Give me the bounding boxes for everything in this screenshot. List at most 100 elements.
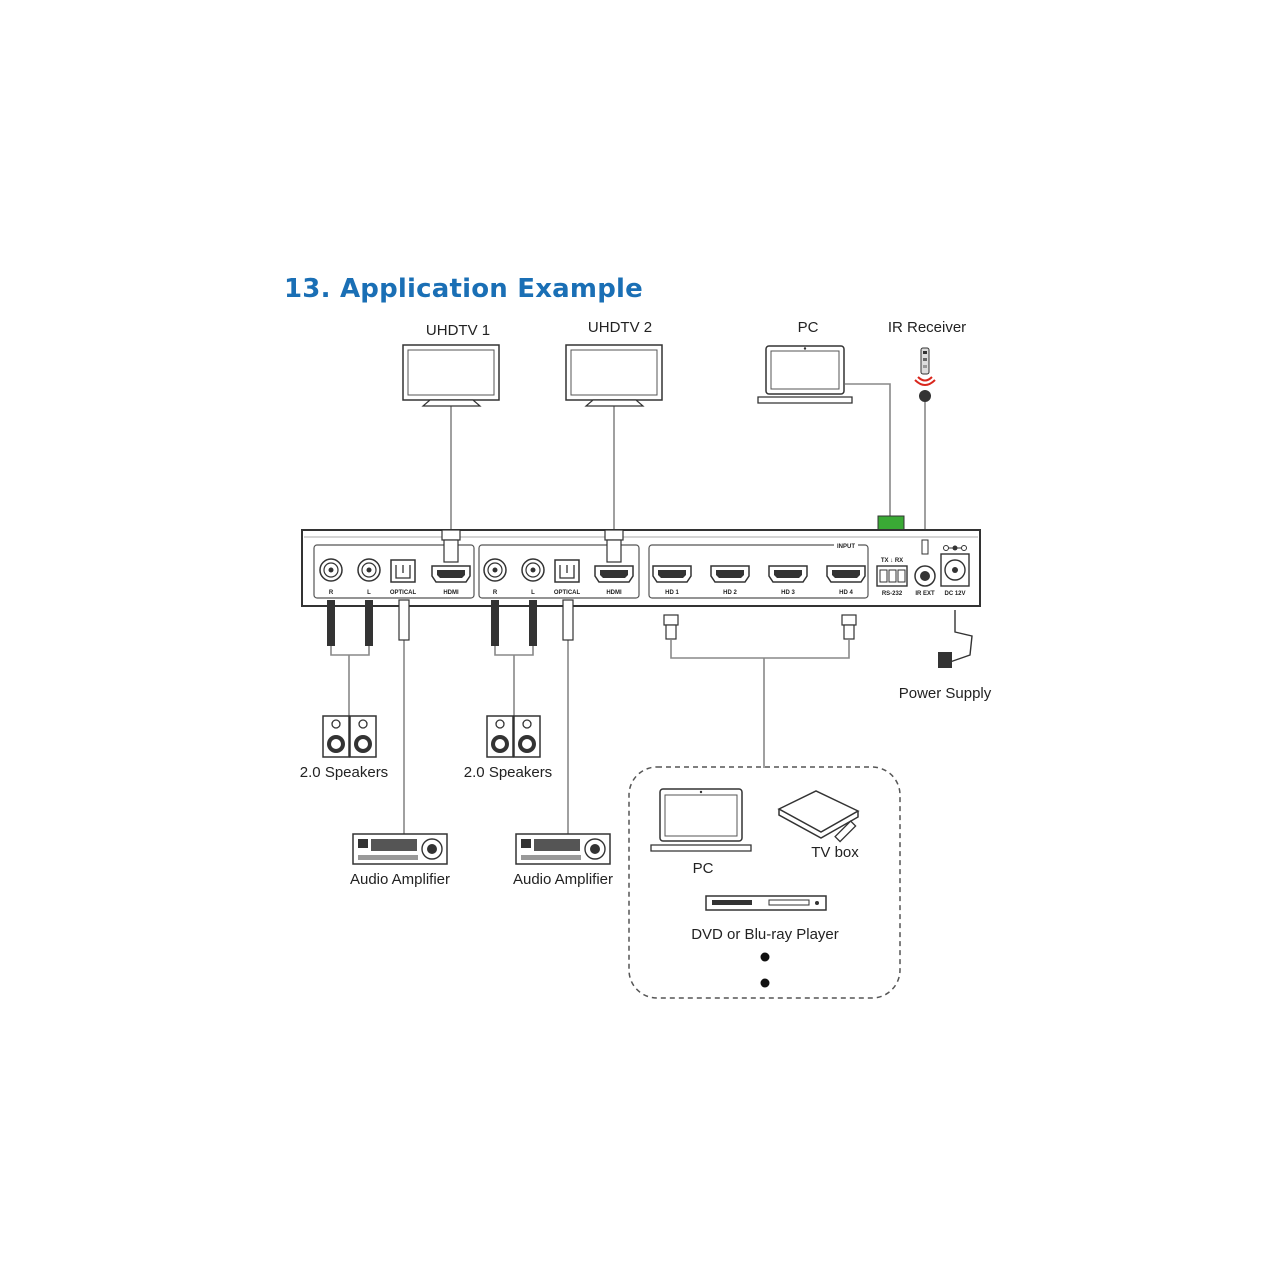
ir-plug bbox=[921, 539, 929, 555]
ir-dot-1 bbox=[923, 351, 927, 354]
ir-receiver: IR Receiver bbox=[888, 319, 966, 402]
dvd-button bbox=[815, 901, 819, 905]
rca-r-ring-1 bbox=[323, 562, 339, 578]
audio-amplifier-1: Audio Amplifier bbox=[350, 833, 450, 888]
output-group-1 bbox=[313, 544, 475, 599]
dc-port-pin bbox=[952, 567, 958, 573]
polarity-dot-2 bbox=[952, 545, 958, 551]
sources-frame bbox=[628, 766, 901, 999]
input-group bbox=[648, 544, 869, 599]
hdmi-in-inner-3 bbox=[774, 570, 802, 578]
rca-plug-l-1 bbox=[365, 600, 373, 646]
ir-dot-2 bbox=[923, 358, 927, 361]
source-tv-box-label: TV box bbox=[811, 844, 859, 861]
speaker-cone-2a bbox=[495, 739, 505, 749]
amp-2-knob-center bbox=[590, 844, 600, 854]
cable-speakers-2 bbox=[494, 645, 534, 656]
port-label-hdmi-1: HDMI bbox=[443, 590, 459, 596]
rca-r-ring-2 bbox=[487, 562, 503, 578]
rca-plug-l-2 bbox=[529, 600, 537, 646]
amplifier-1-label: Audio Amplifier bbox=[350, 871, 450, 888]
output-group-2 bbox=[478, 544, 640, 599]
source-player: DVD or Blu-ray Player bbox=[691, 895, 839, 943]
rs232-port bbox=[876, 565, 908, 587]
page-title: 13. Application Example bbox=[284, 274, 643, 304]
polarity-dot-1 bbox=[943, 545, 949, 551]
ir-receiver-label: IR Receiver bbox=[888, 319, 966, 336]
hdmi-input-ports: HD 1 HD 2 HD 3 HD 4 bbox=[652, 565, 866, 596]
amp-1-strip bbox=[358, 855, 418, 860]
speaker-tweeter-1b bbox=[358, 719, 368, 729]
port-label-dc: DC 12V bbox=[944, 591, 965, 597]
speaker-cone-1b bbox=[358, 739, 368, 749]
dc-port-ring bbox=[944, 559, 966, 581]
cables bbox=[330, 383, 973, 836]
port-label-l-2: L bbox=[531, 590, 535, 596]
optical-plug-1 bbox=[398, 599, 410, 641]
rs232-pin-1 bbox=[879, 569, 888, 583]
speaker-cone-2b bbox=[522, 739, 532, 749]
source-pc-label: PC bbox=[693, 860, 714, 877]
ir-signal-icon bbox=[917, 376, 933, 382]
hdmi-in-inner-1 bbox=[658, 570, 686, 578]
pc-laptop-top: PC bbox=[757, 319, 853, 404]
rca-plug-r-1 bbox=[327, 600, 335, 646]
port-label-l-1: L bbox=[367, 590, 371, 596]
speaker-tweeter-1a bbox=[331, 719, 341, 729]
pc-top-label: PC bbox=[798, 319, 819, 336]
port-label-hd3: HD 3 bbox=[781, 590, 795, 596]
hdmi-in-inner-4 bbox=[832, 570, 860, 578]
input-label: INPUT bbox=[837, 544, 855, 550]
dvd-tray bbox=[712, 900, 752, 905]
amp-1-display bbox=[371, 839, 417, 851]
rca-l-pin-2 bbox=[530, 567, 536, 573]
speakers-1: 2.0 Speakers bbox=[300, 715, 388, 781]
port-label-hd4: HD 4 bbox=[839, 590, 853, 596]
cable-speakers-1 bbox=[330, 645, 370, 656]
amplifier-2-label: Audio Amplifier bbox=[513, 871, 613, 888]
speaker-cone-1a bbox=[331, 739, 341, 749]
laptop-icon bbox=[659, 788, 743, 842]
source-tv-box: TV box bbox=[777, 790, 860, 861]
rs232-pin-2 bbox=[888, 569, 897, 583]
source-player-label: DVD or Blu-ray Player bbox=[691, 926, 839, 943]
port-label-txrx: TX ↓ RX bbox=[881, 558, 903, 564]
source-pc: PC bbox=[650, 788, 752, 877]
power-supply-label: Power Supply bbox=[899, 685, 992, 702]
speakers-1-label: 2.0 Speakers bbox=[300, 764, 388, 781]
output-2-ports: R L OPTICAL HDMI bbox=[483, 558, 634, 596]
uhdtv-1: UHDTV 1 bbox=[402, 322, 500, 407]
rca-plug-r-2 bbox=[491, 600, 499, 646]
source-pc-screen bbox=[664, 794, 738, 837]
cable-sources bbox=[670, 640, 850, 659]
port-label-hd2: HD 2 bbox=[723, 590, 737, 596]
audio-amplifier-2: Audio Amplifier bbox=[513, 833, 613, 888]
optical-plug-2 bbox=[562, 599, 574, 641]
hdmi-plug-tv1-body bbox=[443, 539, 459, 563]
power-supply: Power Supply bbox=[899, 652, 992, 702]
uhdtv-2-label: UHDTV 2 bbox=[588, 319, 652, 336]
ir-signal-wave bbox=[914, 379, 936, 386]
tv-box-side bbox=[778, 809, 859, 839]
port-label-optical-1: OPTICAL bbox=[390, 590, 417, 596]
speakers-2: 2.0 Speakers bbox=[464, 715, 552, 781]
ir-ext-jack bbox=[920, 571, 930, 581]
uhdtv-1-label: UHDTV 1 bbox=[426, 322, 490, 339]
ir-dot-3 bbox=[923, 365, 927, 368]
polarity-dot-3 bbox=[961, 545, 967, 551]
cable-rs232 bbox=[845, 383, 891, 518]
source-pc-base bbox=[650, 844, 752, 852]
rca-r-pin-1 bbox=[328, 567, 334, 573]
hdmi-plug-hd1-body bbox=[665, 624, 677, 640]
plugs bbox=[327, 529, 929, 646]
uhdtv-2: UHDTV 2 bbox=[565, 319, 663, 407]
rca-l-ring-2 bbox=[525, 562, 541, 578]
rca-l-pin-1 bbox=[366, 567, 372, 573]
optical-glyph-1 bbox=[395, 565, 411, 579]
speakers-2-label: 2.0 Speakers bbox=[464, 764, 552, 781]
output-1-ports: R L OPTICAL HDMI bbox=[319, 558, 471, 596]
more-sources-dot-1 bbox=[760, 952, 770, 962]
source-devices-group: PC TV box DVD or Blu-ray Player bbox=[628, 766, 901, 999]
port-label-hdmi-2: HDMI bbox=[606, 590, 622, 596]
section-title: Application Example bbox=[339, 274, 643, 304]
